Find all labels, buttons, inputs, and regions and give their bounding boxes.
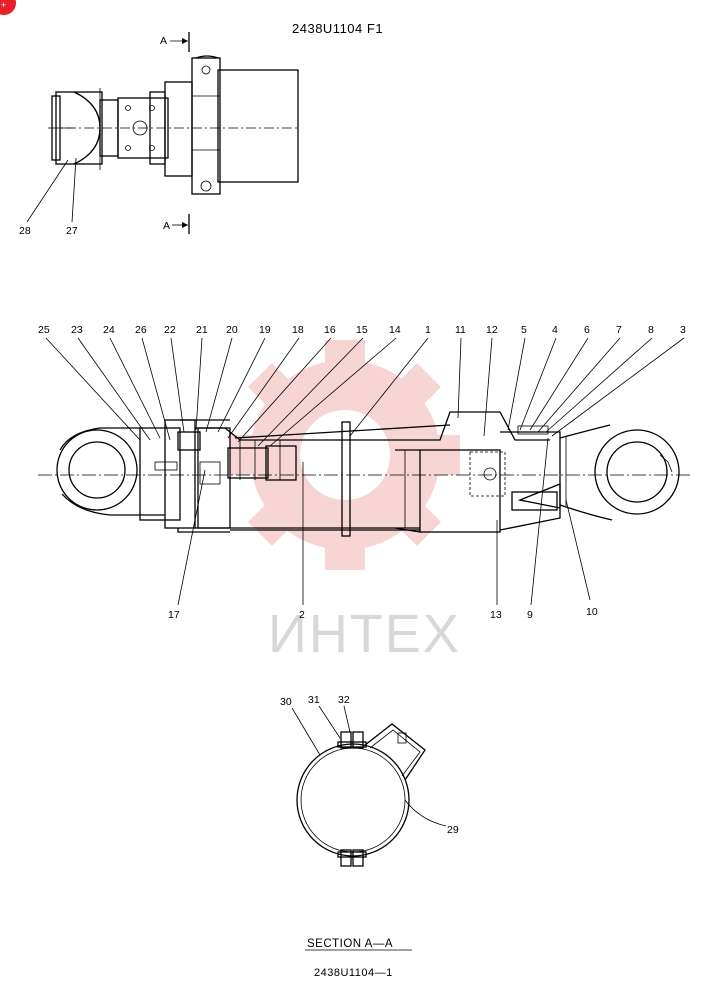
main-cylinder-view: 25 23 24 26 22 21 20 19 18 16 15 14 1 11… xyxy=(38,324,690,621)
callout-16: 16 xyxy=(324,324,336,336)
callout-11: 11 xyxy=(455,324,466,336)
callout-1: 1 xyxy=(425,324,431,336)
callout-13: 13 xyxy=(490,609,502,621)
callout-27: 27 xyxy=(66,225,78,237)
callout-2: 2 xyxy=(299,609,305,621)
corner-badge-icon xyxy=(0,0,16,15)
callout-17: 17 xyxy=(168,609,180,621)
callout-32: 32 xyxy=(338,694,350,706)
watermark-logo-icon xyxy=(230,340,460,570)
callout-20: 20 xyxy=(226,324,238,336)
callout-28: 28 xyxy=(19,225,31,237)
section-mark-a-top: A xyxy=(160,35,167,47)
watermark-text: ИНТЕХ xyxy=(268,604,461,664)
callout-23: 23 xyxy=(71,324,83,336)
section-mark-a-bottom: A xyxy=(163,220,170,232)
callout-31: 31 xyxy=(308,694,320,706)
callout-3: 3 xyxy=(680,324,686,336)
callout-29: 29 xyxy=(447,824,459,836)
callout-30: 30 xyxy=(280,696,292,708)
callout-21: 21 xyxy=(196,324,208,336)
drawing-code-bottom: 2438U1104—1 xyxy=(314,967,393,979)
top-view: A A 2 xyxy=(19,32,300,237)
callout-10: 10 xyxy=(586,606,598,618)
callout-6: 6 xyxy=(584,324,590,336)
callout-19: 19 xyxy=(259,324,271,336)
callout-25: 25 xyxy=(38,324,50,336)
section-title: SECTION A—A xyxy=(307,938,393,950)
callout-18: 18 xyxy=(292,324,304,336)
callout-8: 8 xyxy=(648,324,654,336)
callout-22: 22 xyxy=(164,324,176,336)
callout-4: 4 xyxy=(552,324,558,336)
callout-24: 24 xyxy=(103,324,115,336)
callout-5: 5 xyxy=(521,324,527,336)
callout-7: 7 xyxy=(616,324,622,336)
callout-14: 14 xyxy=(389,324,401,336)
callout-26: 26 xyxy=(135,324,147,336)
svg-text:+: + xyxy=(1,0,6,10)
callout-12: 12 xyxy=(486,324,498,336)
section-a-a-view: 30 31 32 29 xyxy=(280,694,459,867)
drawing-code-top: 2438U1104 F1 xyxy=(292,21,383,36)
callout-15: 15 xyxy=(356,324,368,336)
callout-9: 9 xyxy=(527,609,533,621)
